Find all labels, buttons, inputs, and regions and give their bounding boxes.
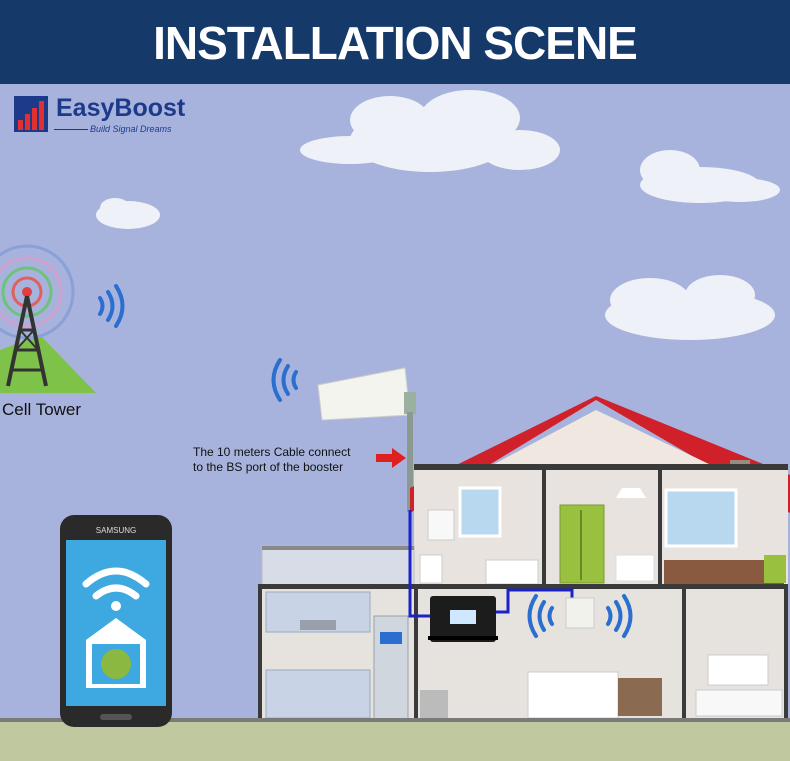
cable-note-line-2: to the BS port of the booster (193, 460, 344, 474)
logo-name: EasyBoost (56, 94, 186, 122)
coax-cable (408, 510, 574, 618)
logo-tagline: Build Signal Dreams (90, 124, 172, 134)
ground-line (0, 718, 790, 722)
cloud-right-mid (605, 275, 775, 340)
house-lower-floor (258, 584, 788, 722)
cloud-large (300, 90, 560, 172)
balcony (261, 545, 415, 587)
phone-brand: SAMSUNG (96, 526, 136, 535)
easyboost-logo-icon (14, 96, 48, 132)
cell-tower-label: Cell Tower (2, 400, 82, 419)
cloud-right-top (640, 150, 780, 203)
signal-waves-icon (98, 284, 125, 328)
cable-arrow-icon (376, 448, 406, 468)
indoor-signal-waves-icon (527, 594, 633, 638)
indoor-antenna-icon (565, 597, 595, 629)
cloud-small (96, 198, 160, 229)
house-upper-floor (414, 464, 788, 586)
logo-divider (54, 129, 88, 130)
antenna-signal-waves-icon (271, 358, 298, 402)
title-banner: INSTALLATION SCENE (0, 0, 790, 84)
cell-tower-icon (0, 244, 96, 393)
cable-note-line-1: The 10 meters Cable connect (193, 445, 351, 459)
banner-title: INSTALLATION SCENE (153, 17, 638, 69)
signal-booster-icon (428, 596, 498, 642)
smartphone-icon (60, 515, 172, 727)
outdoor-antenna-icon (317, 367, 416, 512)
